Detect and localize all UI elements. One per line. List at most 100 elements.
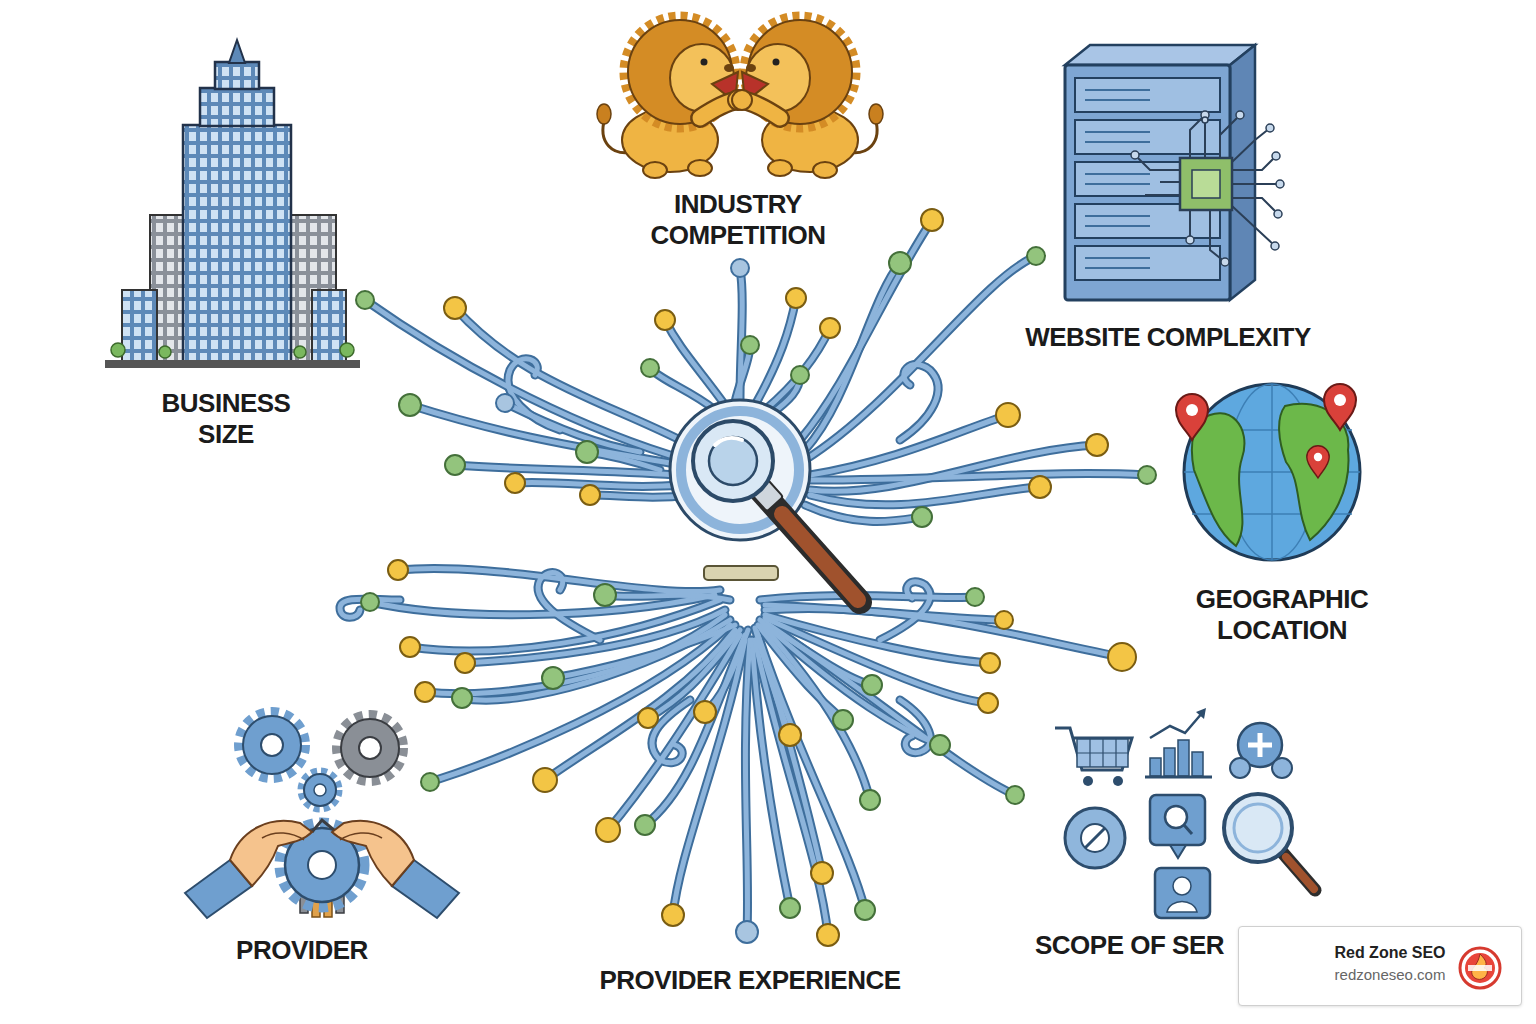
server-icon [1202, 117, 1208, 123]
scope-icons [1155, 868, 1210, 918]
server-icon [1065, 45, 1284, 300]
branch-dots [576, 441, 598, 463]
branch-dots [455, 653, 475, 673]
branch-dots [930, 735, 950, 755]
scope-icons [1055, 728, 1132, 770]
factor-label: BUSINESS SIZE [141, 388, 311, 450]
building-icon [105, 40, 360, 368]
server-icon [1075, 78, 1220, 112]
gears-icon [337, 715, 403, 781]
scope-icons [1150, 795, 1205, 845]
branch-dots [779, 724, 801, 746]
gears-icon [359, 737, 381, 759]
scope-icons [1224, 794, 1292, 862]
branch-dots [596, 818, 620, 842]
server-icon [1274, 210, 1282, 218]
scope-icons [1083, 776, 1093, 786]
branch-dots [638, 708, 658, 728]
branch-dots [811, 862, 833, 884]
factor-label: INDUSTRY COMPETITION [623, 189, 853, 251]
lions-icon [732, 16, 883, 178]
branch-dots [445, 455, 465, 475]
magnifier-hub [693, 421, 773, 501]
globe-icon [1176, 394, 1208, 440]
branch-dots [741, 336, 759, 354]
server-icon [1192, 170, 1220, 198]
brand-logo [1460, 948, 1500, 988]
branch-dots [505, 473, 525, 493]
lions-icon [597, 16, 883, 178]
branch-dots [399, 394, 421, 416]
branch-dots [862, 675, 882, 695]
branch-dots [580, 485, 600, 505]
branch-dots [388, 560, 408, 580]
branch-dots [1029, 476, 1051, 498]
branch-dots [1086, 434, 1108, 456]
branch-dots [662, 904, 684, 926]
building-icon [183, 125, 291, 363]
factor-label: WEBSITE COMPLEXITY [958, 322, 1378, 353]
branch-dots [361, 593, 379, 611]
branch-dots [533, 768, 557, 792]
branch-dots [452, 688, 472, 708]
magnifier-hub [760, 490, 860, 602]
factor-label: PROVIDER [202, 935, 402, 966]
scope-icons [1282, 852, 1315, 890]
branch-dots [833, 710, 853, 730]
scope-icons [1145, 776, 1212, 779]
scope-icons [1230, 758, 1250, 778]
building-icon [200, 88, 274, 126]
scope-icons [1167, 902, 1197, 913]
gears-icon [332, 821, 459, 918]
branch-dots [415, 682, 435, 702]
globe-icon [1192, 413, 1244, 546]
branch-dots [496, 394, 514, 412]
server-icon [1221, 258, 1229, 266]
branch-dots [400, 637, 420, 657]
brand-logo [1465, 953, 1495, 983]
globe-icon [1184, 384, 1360, 560]
scope-icons [1077, 739, 1128, 767]
server-icon [1272, 152, 1280, 160]
magnifier-hub [709, 437, 757, 485]
server-icon [1065, 65, 1230, 300]
branch-dots [635, 815, 655, 835]
globe-icon [1184, 384, 1360, 560]
building-icon [229, 40, 245, 63]
branch-dots [966, 588, 984, 606]
server-icon [1075, 246, 1220, 280]
scope-icons [1164, 748, 1175, 776]
gears-icon [314, 784, 326, 796]
server-icon [1266, 124, 1274, 132]
scope-icons [1170, 845, 1186, 858]
globe-icon [1307, 446, 1329, 478]
server-icon [1276, 180, 1284, 188]
branch-dots [444, 297, 466, 319]
server-icon [1236, 111, 1244, 119]
scope-icons [1173, 877, 1191, 895]
factor-label: SCOPE OF SER [1035, 930, 1235, 961]
branch-dots [791, 366, 809, 384]
factor-label: GEOGRAPHIC LOCATION [1167, 584, 1397, 646]
branch-dots [1138, 466, 1156, 484]
scope-icons [1081, 824, 1109, 852]
server-icon [1230, 45, 1255, 300]
branch-dots [655, 310, 675, 330]
branch-dots [421, 773, 439, 791]
factor-label: PROVIDER EXPERIENCE [540, 965, 960, 996]
server-icon [1075, 120, 1220, 154]
gears-icon [261, 734, 283, 756]
server-icon [1135, 115, 1280, 262]
brand-logo [1468, 965, 1492, 971]
branch-dots [731, 259, 749, 277]
server-icon [1186, 236, 1194, 244]
globe-icon [1176, 384, 1360, 560]
branch-dots [860, 790, 880, 810]
magnifier-hub [715, 438, 742, 445]
gears-icon [341, 719, 399, 777]
scope-icons [1178, 740, 1189, 776]
branch-dots [356, 209, 1156, 946]
scope-icons [1184, 825, 1192, 834]
